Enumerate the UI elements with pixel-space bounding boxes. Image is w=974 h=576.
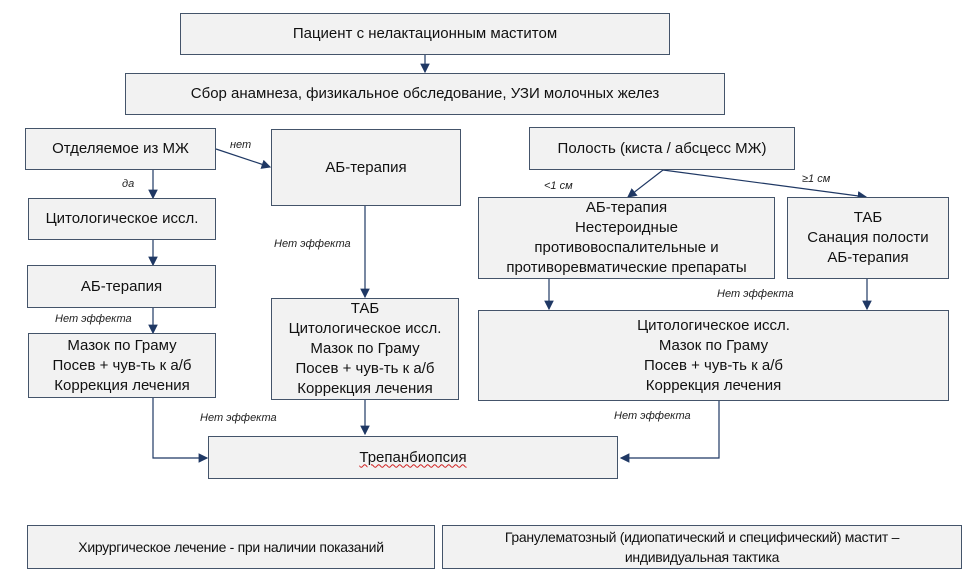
node-text: Хирургическое лечение - при наличии пока… bbox=[78, 539, 384, 555]
node-patient: Пациент с нелактационным маститом bbox=[180, 13, 670, 55]
node-text: АБ-терапия bbox=[827, 249, 909, 266]
edge-label-no-effect-left: Нет эффекта bbox=[55, 313, 132, 325]
arrow-discharge-no bbox=[215, 148, 272, 169]
node-ab-therapy-center: АБ-терапия bbox=[271, 129, 461, 206]
node-history: Сбор анамнеза, физикальное обследование,… bbox=[125, 73, 725, 115]
node-ab-therapy-left: АБ-терапия bbox=[27, 265, 216, 308]
node-gram-left: Мазок по Граму Посев + чув-ть к а/б Корр… bbox=[28, 333, 216, 398]
arrow-cavity-ge1 bbox=[662, 169, 868, 201]
node-tab-center: ТАБ Цитологическое иссл. Мазок по Граму … bbox=[271, 298, 459, 400]
node-text: Сбор анамнеза, физикальное обследование,… bbox=[190, 85, 660, 102]
arrow-cavity-lt1 bbox=[627, 169, 664, 198]
arrow-gram-to-trepan bbox=[152, 398, 209, 463]
node-text: Нестероидные bbox=[575, 219, 678, 236]
edge-label-no-effect-bottom-right: Нет эффекта bbox=[614, 410, 691, 422]
edge-label-no-effect-center: Нет эффекта bbox=[274, 238, 351, 250]
node-text: Посев + чув-ть к а/б bbox=[295, 360, 435, 377]
node-text: Цитологическое иссл. bbox=[288, 320, 442, 337]
edge-label-no-effect-bottom-left: Нет эффекта bbox=[200, 412, 277, 424]
node-text: Цитологическое иссл. bbox=[637, 316, 790, 334]
node-text: индивидуальная тактика bbox=[624, 549, 780, 565]
arrow-cytoright-to-trepan bbox=[619, 401, 720, 463]
node-text: Коррекция лечения bbox=[645, 376, 782, 394]
node-text: Мазок по Граму bbox=[67, 336, 177, 354]
node-discharge: Отделяемое из МЖ bbox=[25, 128, 216, 170]
node-text: Мазок по Граму bbox=[310, 340, 420, 357]
node-text: Цитологическое иссл. bbox=[45, 210, 199, 227]
edge-label-yes: да bbox=[122, 178, 135, 190]
node-text: Мазок по Граму bbox=[658, 336, 769, 354]
node-text: Гранулематозный (идиопатический и специф… bbox=[504, 529, 900, 545]
node-nsaid: АБ-терапия Нестероидные противовоспалите… bbox=[478, 197, 775, 279]
node-cytology-right: Цитологическое иссл. Мазок по Граму Посе… bbox=[478, 310, 949, 401]
node-text: Пациент с нелактационным маститом bbox=[292, 25, 558, 42]
node-text: Санация полости bbox=[807, 229, 929, 246]
node-text: Коррекция лечения bbox=[54, 376, 190, 394]
edge-label-no-effect-right: Нет эффекта bbox=[717, 288, 794, 300]
node-surgery: Хирургическое лечение - при наличии пока… bbox=[27, 525, 435, 569]
node-text: Полость (киста / абсцесс МЖ) bbox=[557, 139, 767, 157]
node-cavity: Полость (киста / абсцесс МЖ) bbox=[529, 127, 795, 170]
node-trepan: Трепанбиопсия bbox=[208, 436, 618, 479]
node-text: АБ-терапия bbox=[585, 199, 668, 216]
node-text: ТАБ bbox=[350, 300, 380, 317]
node-text: ТАБ bbox=[853, 209, 883, 226]
edge-label-lt-1cm: <1 см bbox=[544, 180, 573, 192]
node-cytology-left: Цитологическое иссл. bbox=[28, 198, 216, 240]
node-text: противоревматические препараты bbox=[506, 259, 747, 276]
node-tab-right: ТАБ Санация полости АБ-терапия bbox=[787, 197, 949, 279]
node-text: Трепанбиопсия bbox=[359, 448, 467, 466]
node-text: Посев + чув-ть к а/б bbox=[52, 356, 192, 374]
edge-label-ge-1cm: ≥1 см bbox=[802, 173, 831, 185]
edge-label-no: нет bbox=[230, 139, 252, 151]
node-text: АБ-терапия bbox=[80, 277, 163, 295]
node-text: АБ-терапия bbox=[325, 159, 407, 176]
node-text: Отделяемое из МЖ bbox=[52, 140, 189, 157]
node-text: противовоспалительные и bbox=[534, 239, 719, 256]
node-text: Коррекция лечения bbox=[297, 380, 433, 397]
node-text: Посев + чув-ть к а/б bbox=[644, 356, 783, 374]
node-granulomatous: Гранулематозный (идиопатический и специф… bbox=[442, 525, 962, 569]
